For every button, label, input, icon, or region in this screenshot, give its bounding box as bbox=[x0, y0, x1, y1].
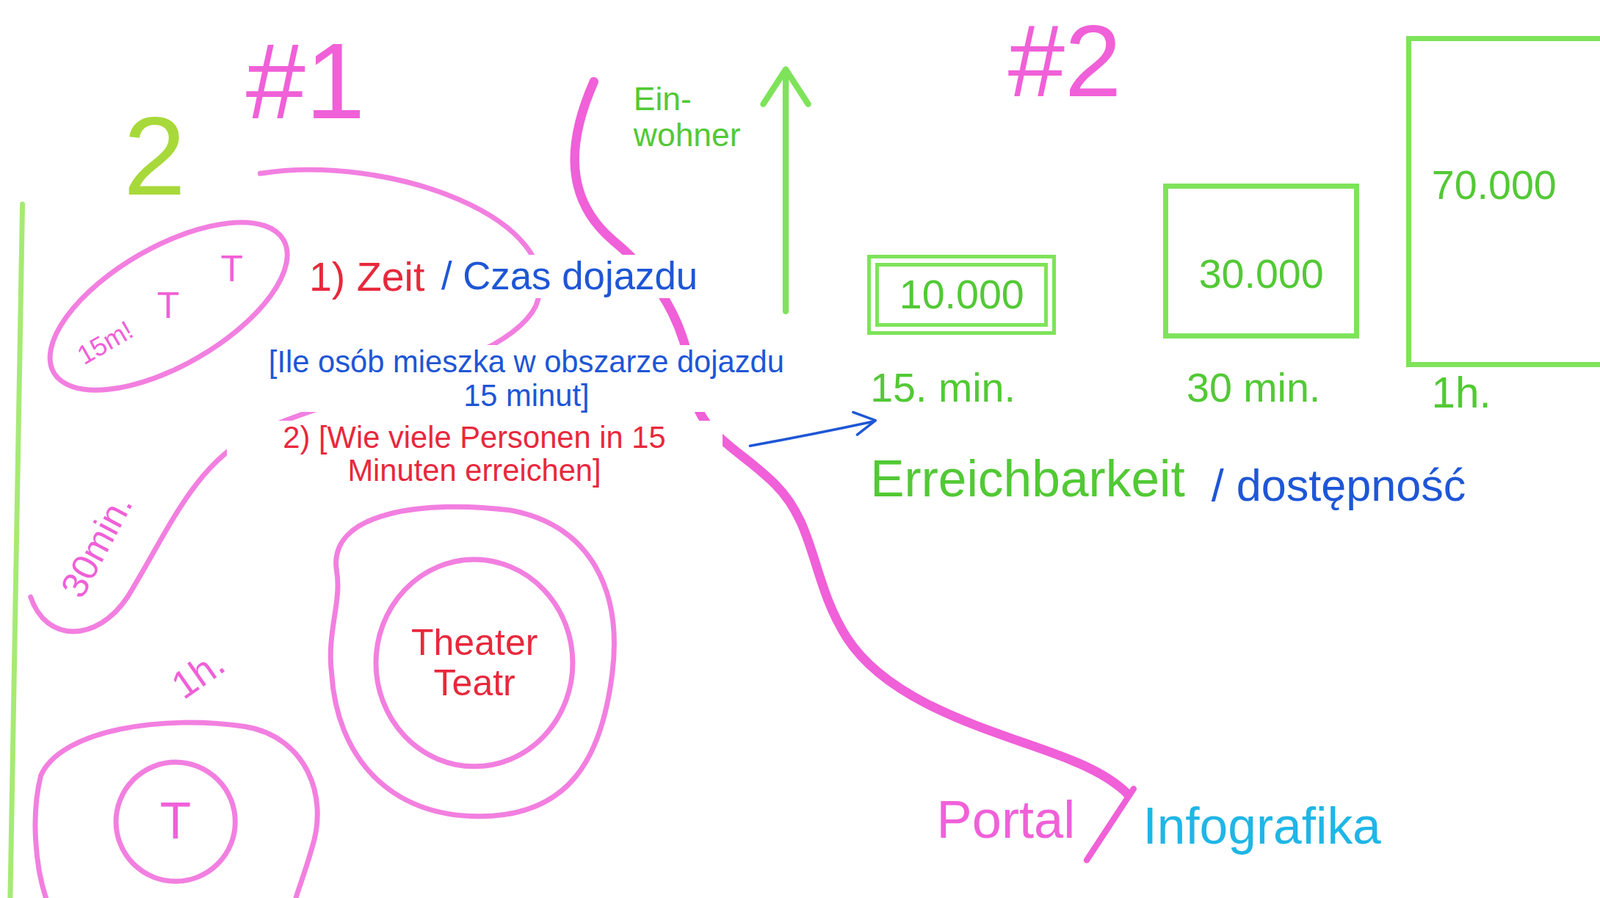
circle-outline-path bbox=[116, 762, 235, 882]
leader-arrow bbox=[749, 421, 874, 446]
sketch-label: 2) [Wie viele Personen in 15 Minuten err… bbox=[226, 420, 723, 489]
sketch-label: Ein- wohner bbox=[630, 81, 744, 154]
sketch-label: 1h. bbox=[161, 639, 235, 709]
value-number: 30.000 bbox=[1199, 251, 1324, 297]
sketch-label: / Czas dojazdu bbox=[438, 254, 701, 298]
place-circle: T bbox=[112, 758, 239, 885]
sketch-label: [Ile osób mieszka w obszarze dojazdu 15 … bbox=[263, 345, 791, 413]
sketch-label: #2 bbox=[1005, 5, 1125, 118]
margin-line bbox=[10, 204, 23, 898]
place-circle: Theater Teatr bbox=[372, 555, 577, 771]
value-number: 70.000 bbox=[1431, 163, 1557, 208]
value-number: 10.000 bbox=[899, 272, 1025, 318]
sketch-label: 30min. bbox=[51, 484, 142, 606]
blob-outline-path bbox=[35, 214, 302, 398]
circle-outline-path bbox=[375, 559, 573, 767]
time-label: 15m! bbox=[71, 315, 138, 371]
marker-letter: T bbox=[220, 248, 244, 290]
sketch-label: / dostępność bbox=[1208, 461, 1470, 511]
axis-arrow bbox=[782, 75, 789, 312]
sketch-label: 30 min. bbox=[1183, 365, 1324, 411]
value-box: 30.000 bbox=[1163, 183, 1360, 339]
sketch-label: 15. min. bbox=[867, 365, 1019, 411]
value-box: 10.000 bbox=[867, 254, 1056, 335]
sketch-label: #1 bbox=[243, 22, 368, 141]
sketch-label: 1) Zeit bbox=[306, 254, 429, 300]
isochrone-bottom bbox=[35, 722, 318, 898]
sketch-label: 2 bbox=[120, 93, 189, 218]
slash-stroke bbox=[1086, 788, 1134, 860]
place-name: T bbox=[160, 793, 191, 849]
value-box: 70.000 bbox=[1406, 35, 1600, 368]
sketch-label: Erreichbarkeit bbox=[867, 450, 1189, 507]
isochrone-blob: 15m! TT bbox=[35, 214, 302, 398]
sketch-label: Infografika bbox=[1139, 798, 1384, 854]
axis-arrow-head bbox=[762, 69, 808, 105]
sketch-label: Portal bbox=[934, 790, 1079, 849]
marker-letter: T bbox=[157, 285, 180, 327]
place-name: Theater Teatr bbox=[411, 622, 538, 704]
leader-arrow-head bbox=[853, 411, 876, 435]
sketch-label: 1h. bbox=[1428, 369, 1495, 417]
isochrone-theater bbox=[330, 506, 614, 817]
